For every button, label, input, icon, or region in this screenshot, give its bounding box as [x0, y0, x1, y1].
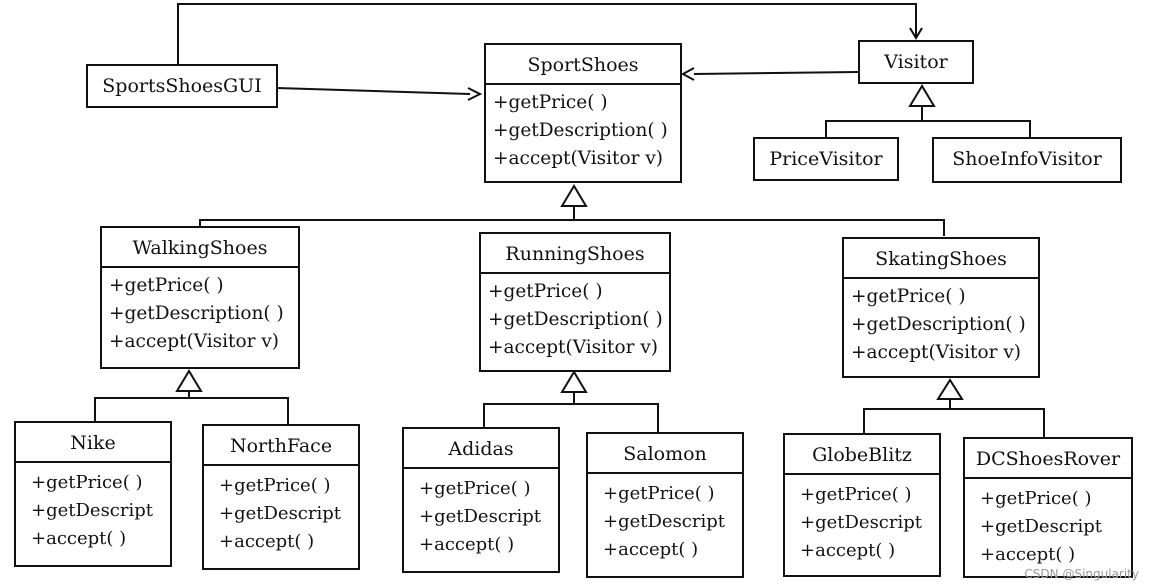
operation: +getPrice( ) [851, 286, 966, 307]
arrowhead-gui-sportshoes [467, 87, 483, 101]
class-skatingshoes: SkatingShoes +getPrice( ) +getDescriptio… [842, 237, 1040, 378]
operation: +getDescript [31, 500, 154, 521]
runningshoes-generalization-tree [483, 403, 659, 432]
class-name: ShoeInfoVisitor [952, 148, 1102, 170]
class-name: SkatingShoes [844, 239, 1038, 279]
operation: +getDescript [980, 516, 1103, 537]
operation: +accept( ) [419, 534, 515, 555]
class-name: GlobeBlitz [785, 435, 939, 475]
operation: +accept( ) [603, 539, 699, 560]
class-dcshoesrover: DCShoesRover +getPrice( ) +getDescript +… [963, 437, 1133, 578]
operation: +getPrice( ) [31, 472, 143, 493]
class-shoeinfovisitor: ShoeInfoVisitor [932, 137, 1122, 183]
gui-to-sportshoes-association [276, 87, 471, 95]
arrowhead-visitor [909, 27, 923, 40]
class-walkingshoes: WalkingShoes +getPrice( ) +getDescriptio… [100, 226, 300, 369]
operation: +accept(Visitor v) [493, 148, 664, 169]
operation: +accept( ) [800, 540, 896, 561]
class-globeblitz: GlobeBlitz +getPrice( ) +getDescript +ac… [783, 433, 941, 577]
operation: +getDescription( ) [851, 314, 1026, 335]
class-pricevisitor: PriceVisitor [753, 137, 899, 181]
class-northface: NorthFace +getPrice( ) +getDescript +acc… [202, 424, 360, 570]
class-name: WalkingShoes [102, 228, 298, 268]
triangle-visitor [908, 84, 936, 107]
operation: +getDescription( ) [493, 120, 668, 141]
class-name: DCShoesRover [965, 439, 1131, 479]
operation: +accept(Visitor v) [109, 331, 280, 352]
class-name: Nike [16, 423, 170, 463]
class-sportshoes: SportShoes +getPrice( ) +getDescription(… [484, 43, 682, 183]
triangle-sportshoes [560, 184, 588, 207]
operation: +getPrice( ) [493, 92, 608, 113]
operation: +getPrice( ) [419, 478, 531, 499]
operation: +getPrice( ) [800, 484, 912, 505]
gui-to-visitor-association [177, 3, 917, 64]
class-name: Adidas [404, 429, 558, 469]
triangle-runningshoes [560, 370, 588, 393]
operation: +getPrice( ) [980, 488, 1092, 509]
operation: +getPrice( ) [488, 281, 603, 302]
triangle-skatingshoes [936, 378, 964, 400]
operation: +accept( ) [219, 531, 315, 552]
arrowhead-visitor-sportshoes [680, 67, 695, 81]
class-name: PriceVisitor [769, 148, 883, 170]
operation: +getPrice( ) [603, 483, 715, 504]
class-visitor: Visitor [858, 40, 974, 84]
class-name: Visitor [884, 51, 948, 73]
class-salomon: Salomon +getPrice( ) +getDescript +accep… [586, 432, 744, 578]
class-runningshoes: RunningShoes +getPrice( ) +getDescriptio… [479, 232, 671, 372]
operation: +accept( ) [980, 544, 1076, 565]
triangle-walkingshoes [175, 369, 203, 392]
operation: +getDescript [800, 512, 923, 533]
operation: +accept(Visitor v) [488, 337, 659, 358]
visitor-to-sportshoes-association [693, 71, 859, 75]
class-name: SportShoes [486, 45, 680, 85]
operation: +accept( ) [31, 528, 127, 549]
operation: +getPrice( ) [109, 275, 224, 296]
walkingshoes-generalization-tree [94, 397, 289, 424]
class-adidas: Adidas +getPrice( ) +getDescript +accept… [402, 427, 560, 573]
operation: +getDescription( ) [488, 309, 663, 330]
sportshoes-generalization-tree [199, 219, 945, 236]
class-name: NorthFace [204, 426, 358, 466]
operation: +getDescript [419, 506, 542, 527]
class-sportsshoesgui: SportsShoesGUI [86, 64, 278, 108]
class-name: SportsShoesGUI [102, 75, 262, 97]
skatingshoes-generalization-tree [863, 408, 1045, 437]
visitor-generalization-tree [825, 120, 1031, 137]
watermark: CSDN @Singularity [1024, 567, 1139, 581]
operation: +accept(Visitor v) [851, 342, 1022, 363]
operation: +getDescription( ) [109, 303, 284, 324]
operation: +getPrice( ) [219, 475, 331, 496]
operation: +getDescript [219, 503, 342, 524]
class-name: Salomon [588, 434, 742, 474]
class-nike: Nike +getPrice( ) +getDescript +accept( … [14, 421, 172, 567]
class-name: RunningShoes [481, 234, 669, 274]
operation: +getDescript [603, 511, 726, 532]
